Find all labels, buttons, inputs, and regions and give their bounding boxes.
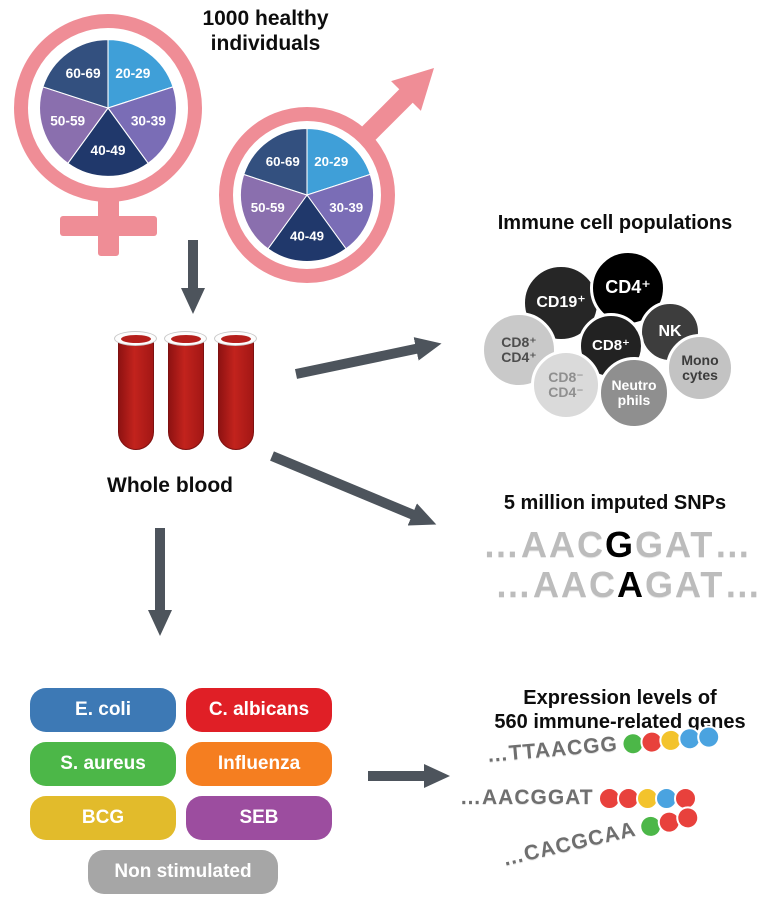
pie-slice-40-49: [267, 194, 347, 262]
expression-title-line2: 560 immune-related genes: [494, 711, 746, 733]
snps-title: 5 million imputed SNPs: [503, 492, 727, 514]
cell-label: CD8⁻: [548, 368, 584, 385]
male-symbol-arrow-head: [391, 68, 434, 111]
gene-sequence-text: …TTAACGG: [485, 732, 619, 767]
pie-slice-label: 50-59: [251, 200, 285, 215]
cell-label: CD4⁺: [501, 349, 537, 365]
snp-seq-suffix: GAT…: [635, 524, 753, 565]
age-pie-chart-female: 20-29 30-39 40-49 50-59 60-69: [39, 39, 177, 177]
snp-variant-allele: A: [617, 564, 645, 605]
stimulus-bcg: BCG: [30, 796, 176, 840]
expression-title: Expression levels of 560 immune-related …: [472, 686, 768, 734]
cell-label: Mono: [681, 351, 719, 368]
snp-seq-suffix: GAT…: [645, 564, 763, 605]
snp-seq-prefix: …AAC: [495, 564, 617, 605]
pie-slice-label: 20-29: [115, 66, 150, 81]
stimulus-seb: SEB: [186, 796, 332, 840]
pie-slice-40-49: [67, 107, 149, 177]
blood-tube: [164, 331, 207, 450]
cell-label: Neutro: [611, 376, 657, 393]
pie-slice-label: 60-69: [66, 66, 101, 81]
gene-sequence-row: …AACGGAT: [460, 786, 697, 810]
cell-label: CD8⁺: [592, 336, 630, 354]
pie-slice-60-69: [243, 127, 308, 196]
immune-cells-title: Immune cell populations: [497, 212, 733, 234]
snp-seq-prefix: …AAC: [483, 524, 605, 565]
arrow-blood-to-cells: [294, 337, 442, 379]
blood-tube: [114, 331, 157, 450]
gene-sequence-text: …AACGGAT: [460, 786, 594, 809]
pie-slice-label: 30-39: [131, 114, 166, 129]
pie-slice-label: 60-69: [266, 154, 300, 169]
cell-label: NK: [658, 323, 682, 341]
snp-sequence-reference: …AACGGAT…: [483, 524, 752, 566]
stimulus-c-albicans: C. albicans: [186, 688, 332, 732]
pie-slice-30-39: [107, 86, 177, 165]
stimulus-non-stimulated: Non stimulated: [88, 850, 278, 894]
cell-label: CD4⁻: [548, 384, 584, 400]
cell-circle-cd8-neg-cd4-neg: CD8⁻CD4⁻: [531, 350, 601, 420]
pie-slice-label: 40-49: [290, 229, 324, 244]
pie-slice-50-59: [239, 173, 308, 250]
snp-sequence-alternate: …AACAGAT…: [495, 564, 762, 606]
pie-slice-20-29: [107, 39, 174, 109]
whole-blood-label: Whole blood: [107, 474, 233, 497]
gene-sequence-text: …CACGCAA: [500, 817, 639, 871]
cell-label: CD8⁺: [501, 333, 537, 350]
pie-slice-50-59: [39, 86, 109, 165]
pie-slice-label: 50-59: [50, 114, 85, 129]
stimulus-e-coli: E. coli: [30, 688, 176, 732]
pie-slice-label: 30-39: [329, 200, 363, 215]
cell-label: cytes: [682, 367, 718, 383]
cell-label: CD4⁺: [605, 277, 651, 298]
cell-label: CD19⁺: [536, 294, 586, 312]
snp-variant-allele: G: [605, 524, 636, 565]
blood-tube: [214, 331, 257, 450]
male-symbol-arrow-shaft: [357, 87, 415, 145]
pie-slice-60-69: [42, 39, 109, 109]
female-symbol-crossbar: [60, 216, 157, 236]
stimulus-influenza: Influenza: [186, 742, 332, 786]
age-pie-chart-male: 20-29 30-39 40-49 50-59 60-69: [239, 127, 375, 262]
pie-slice-label: 40-49: [91, 143, 126, 158]
stimulus-s-aureus: S. aureus: [30, 742, 176, 786]
pie-slice-30-39: [306, 173, 375, 250]
cell-label: phils: [617, 392, 651, 408]
expression-title-line1: Expression levels of: [523, 687, 717, 709]
pie-slice-20-29: [306, 127, 371, 196]
arrow-blood-to-snps: [270, 451, 437, 526]
gene-sequence-row: …CACGCAA: [500, 803, 702, 872]
cohort-label: 1000 healthy individuals: [202, 7, 329, 56]
pie-slice-label: 20-29: [314, 154, 348, 169]
blue-expression-dot-icon: [696, 724, 722, 750]
